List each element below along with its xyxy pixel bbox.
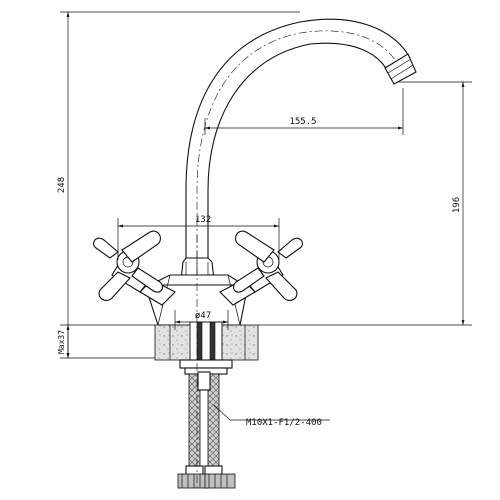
dim-max-thickness-label: Max37: [57, 330, 66, 354]
dim-spout-height: 196: [258, 81, 472, 326]
dim-total-height-label: 248: [57, 177, 67, 193]
spout: [185, 18, 411, 259]
dim-spout-height-label: 196: [452, 197, 462, 213]
dim-max-thickness: Max37: [57, 324, 155, 358]
hose-spec-label: M10X1-F1/2-400: [246, 418, 322, 428]
left-cross-handle: [93, 230, 176, 306]
hose-spec-callout: M10X1-F1/2-400: [213, 404, 330, 428]
dim-base-diameter: ø47: [174, 310, 229, 330]
aerator: [384, 53, 417, 85]
dim-spout-reach-label: 155.5: [289, 117, 316, 127]
countertop-section: [154, 321, 259, 369]
dim-total-height: 248: [57, 11, 300, 359]
right-cross-handle: [219, 230, 303, 306]
dim-spout-reach: 155.5: [204, 88, 404, 135]
dim-handle-span-label: 132: [195, 215, 211, 225]
dim-base-diameter-label: ø47: [195, 311, 211, 321]
flexible-hoses: [177, 371, 236, 489]
dim-handle-span: 132: [117, 215, 280, 260]
